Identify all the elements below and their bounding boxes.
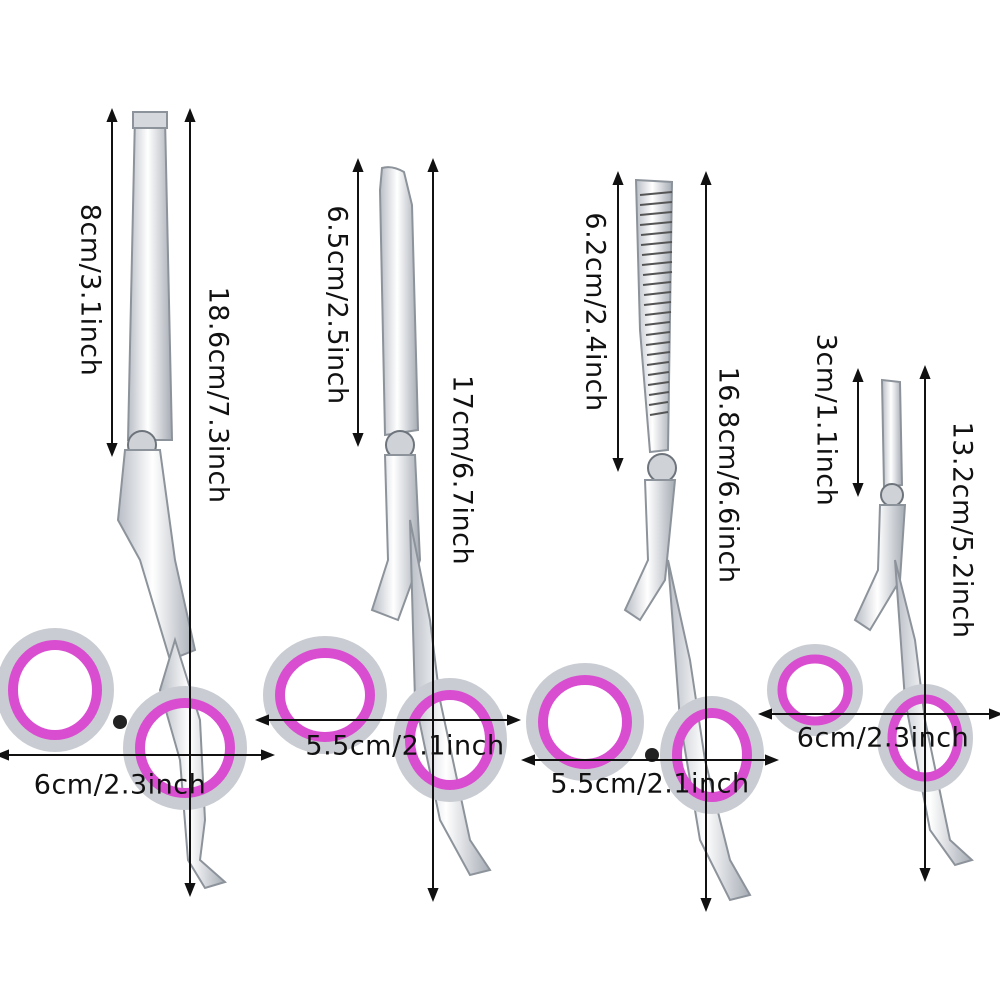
ring-width-label-2: 5.5cm/2.1inch bbox=[305, 730, 505, 762]
blade-length-label-2: 6.5cm/2.5inch bbox=[321, 205, 353, 405]
scissor-4 bbox=[767, 378, 974, 867]
total-length-label-1: 18.6cm/7.3inch bbox=[202, 286, 234, 504]
thinning-teeth-icon bbox=[639, 191, 673, 416]
finger-ring-icon bbox=[767, 644, 863, 736]
ring-width-label-1: 6cm/2.3inch bbox=[33, 769, 207, 801]
blade-icon bbox=[126, 113, 174, 441]
total-length-label-3: 16.8cm/6.6inch bbox=[712, 366, 744, 584]
finger-ring-icon bbox=[263, 636, 387, 754]
pivot-screw-icon bbox=[880, 483, 904, 507]
thumb-ring-icon bbox=[393, 678, 507, 802]
finger-ring-icon bbox=[0, 628, 114, 752]
total-length-label-4: 13.2cm/5.2inch bbox=[946, 421, 978, 639]
scissor-2 bbox=[263, 166, 507, 877]
blade-icon bbox=[378, 166, 420, 437]
blade-icon bbox=[880, 378, 904, 489]
total-length-label-2: 17cm/6.7inch bbox=[446, 374, 478, 566]
blade-length-label-1: 8cm/3.1inch bbox=[74, 203, 106, 377]
blade-length-label-4: 3cm/1.1inch bbox=[810, 333, 842, 507]
ring-width-label-4: 6cm/2.3inch bbox=[796, 722, 970, 754]
finger-ring-icon bbox=[526, 663, 644, 781]
dimension-lines bbox=[0, 108, 1000, 912]
blade-icon bbox=[634, 178, 674, 454]
pivot-screw-icon bbox=[647, 453, 677, 483]
ring-width-label-3: 5.5cm/2.1inch bbox=[550, 768, 750, 800]
blade-length-label-3: 6.2cm/2.4inch bbox=[579, 212, 611, 412]
